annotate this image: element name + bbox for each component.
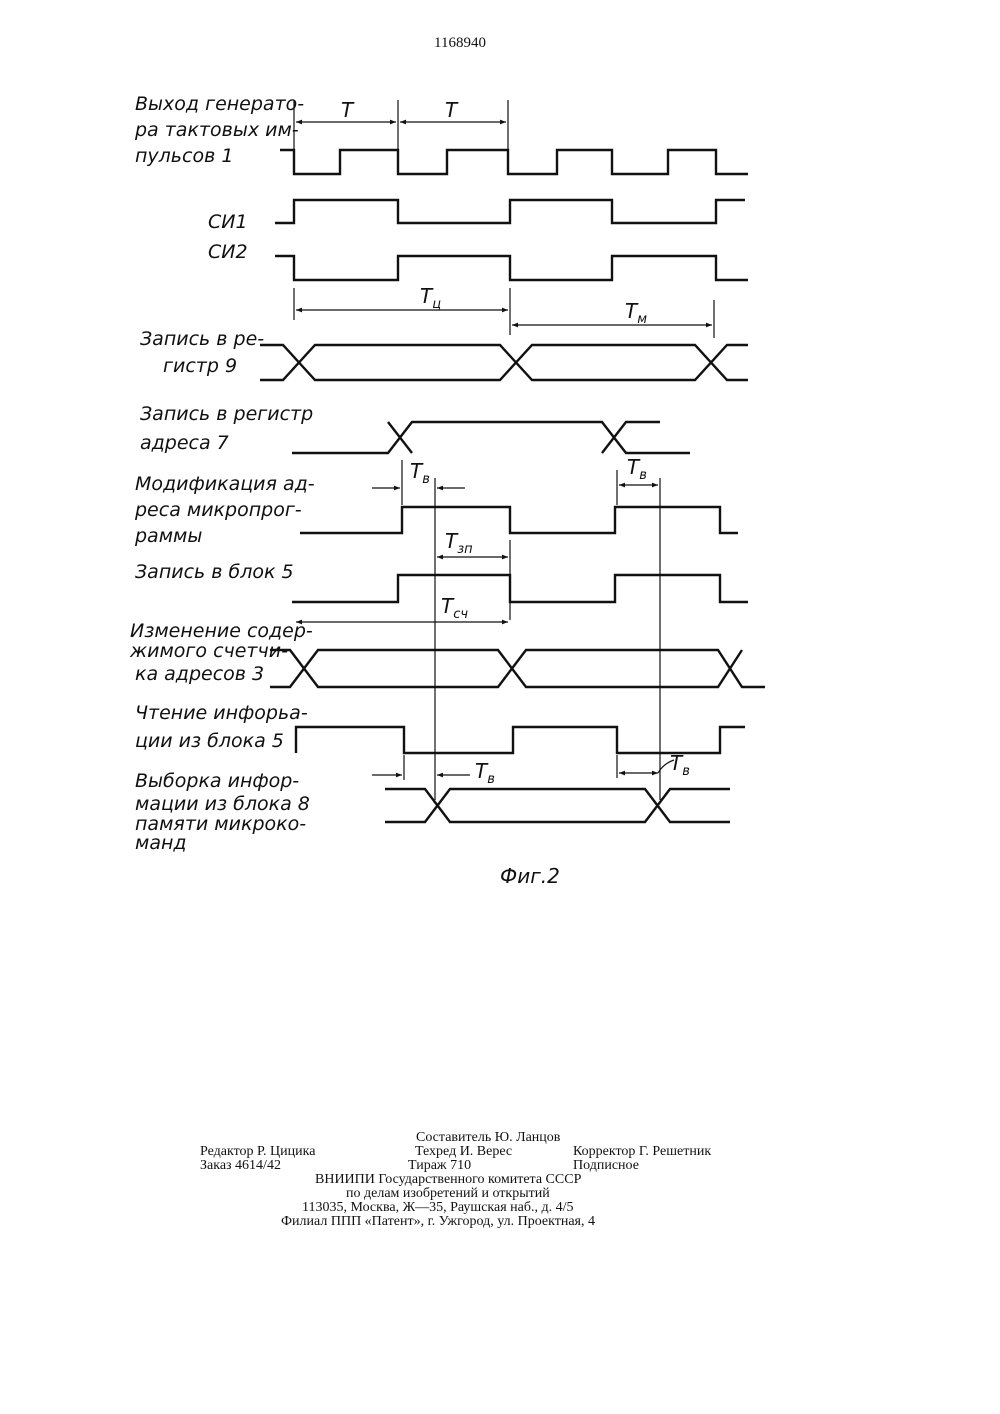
reference-lines bbox=[294, 100, 714, 800]
label-reg9: Запись в ре- гистр 9 bbox=[140, 328, 270, 377]
label-delay-2: Tв bbox=[627, 455, 647, 483]
figure-caption: Фиг.2 bbox=[500, 864, 560, 888]
label-clock: Выход генерато- ра тактовых им- пульсов … bbox=[134, 93, 310, 167]
wave-si2 bbox=[275, 256, 748, 280]
imprint-org-line2: по делам изобретений и открытий bbox=[346, 1186, 550, 1201]
label-period-2: T bbox=[445, 98, 459, 122]
imprint-techred: Техред И. Верес bbox=[415, 1144, 512, 1159]
label-write-pulse: Tзп bbox=[445, 529, 473, 557]
label-cycle: Tц bbox=[420, 284, 441, 312]
patent-number: 1168940 bbox=[434, 35, 486, 51]
wave-block5read bbox=[296, 727, 745, 753]
imprint-branch: Филиал ППП «Патент», г. Ужгород, ул. Про… bbox=[281, 1214, 595, 1229]
imprint-corrector: Корректор Г. Решетник bbox=[573, 1144, 711, 1159]
wave-counter bbox=[270, 650, 765, 687]
label-delay-3: Tв bbox=[475, 759, 495, 787]
label-delay-1: Tв bbox=[410, 459, 430, 487]
imprint-subscription: Подписное bbox=[573, 1158, 639, 1173]
timing-labels: T T Tц Tм Tв Tв Tзп Tсч Tв Tв bbox=[341, 98, 690, 787]
signal-labels: Выход генерато- ра тактовых им- пульсов … bbox=[129, 93, 321, 854]
wave-si1 bbox=[275, 200, 745, 223]
wave-block5write bbox=[292, 575, 748, 602]
imprint-org-line1: ВНИИПИ Государственного комитета СССР bbox=[315, 1172, 582, 1187]
imprint-editor: Редактор Р. Цицика bbox=[200, 1144, 316, 1159]
imprint-compiler: Составитель Ю. Ланцов bbox=[416, 1130, 561, 1145]
label-modaddr: Модификация ад- реса микропрог- раммы bbox=[134, 473, 321, 547]
label-delay-4: Tв bbox=[670, 751, 690, 779]
label-block5write: Запись в блок 5 bbox=[135, 561, 294, 583]
imprint-print-run: Тираж 710 bbox=[408, 1158, 471, 1173]
waveforms bbox=[260, 150, 765, 822]
label-counter: Изменение содер- жимого счетчи- ка адрес… bbox=[129, 620, 319, 685]
imprint-block: Составитель Ю. Ланцов Редактор Р. Цицика… bbox=[200, 1130, 711, 1229]
label-micro: Tм bbox=[625, 299, 647, 327]
label-period-1: T bbox=[341, 98, 355, 122]
label-counter-read: Tсч bbox=[441, 594, 468, 622]
dimension-arrows bbox=[296, 122, 712, 775]
wave-reg7 bbox=[292, 422, 690, 453]
label-si1: СИ1 bbox=[208, 211, 248, 233]
imprint-address: 113035, Москва, Ж—35, Раушская наб., д. … bbox=[302, 1200, 574, 1215]
wave-block8 bbox=[385, 789, 730, 822]
label-si2: СИ2 bbox=[208, 241, 248, 263]
label-block5read: Чтение инфорьа- ции из блока 5 bbox=[135, 702, 314, 752]
wave-clock bbox=[280, 150, 748, 174]
wave-reg9 bbox=[260, 345, 748, 380]
label-block8: Выборка инфор- мации из блока 8 памяти м… bbox=[135, 770, 316, 854]
wave-modaddr bbox=[300, 507, 738, 533]
imprint-order: Заказ 4614/42 bbox=[200, 1158, 281, 1173]
label-reg7: Запись в регистр адреса 7 bbox=[140, 403, 319, 454]
